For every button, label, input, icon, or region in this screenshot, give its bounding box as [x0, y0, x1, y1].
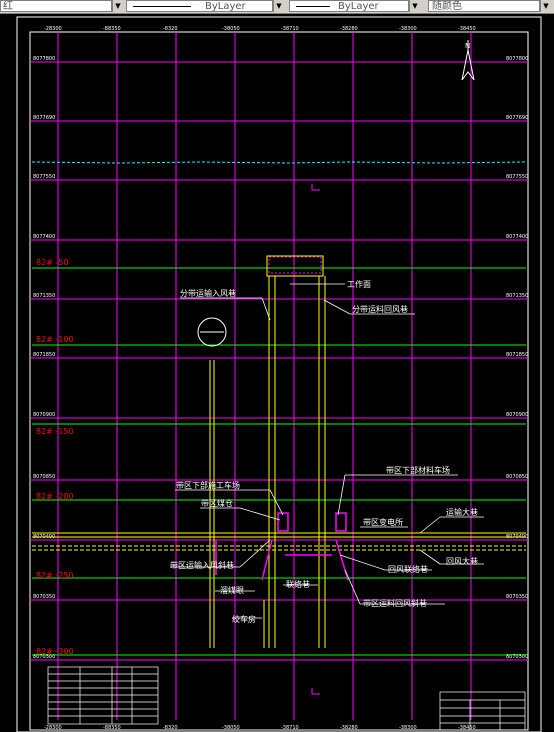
- top-coord: -8320: [163, 26, 178, 32]
- shaft-elements: [215, 512, 349, 581]
- chevron-down-icon[interactable]: ▼: [273, 0, 284, 12]
- chevron-down-icon[interactable]: ▼: [540, 0, 551, 12]
- work-face-hatch: [268, 256, 322, 274]
- bottom-coord: -88350: [103, 725, 121, 731]
- label-transport-incline: 带区运输入风斜巷: [170, 560, 234, 570]
- lineweight-dropdown[interactable]: ByLayer: [289, 0, 409, 12]
- right-coord: 8077690: [506, 115, 528, 121]
- right-coord: 8070300: [506, 654, 528, 660]
- left-coord: 8070900: [33, 412, 55, 418]
- properties-toolbar: 红 ▼ ByLayer ▼ ByLayer ▼ 随颜色 ▼: [0, 0, 554, 14]
- label-sub-transport-in: 分带运输入风巷: [180, 288, 236, 298]
- top-coord: -28300: [44, 26, 62, 32]
- survey-circle-symbol: [197, 317, 227, 347]
- left-coord: 8071350: [33, 293, 55, 299]
- label-lower-material-yard: 带区下部材料车场: [386, 465, 450, 475]
- small-markers: [311, 184, 320, 695]
- label-substation: 带区变电所: [363, 517, 403, 527]
- top-coord: -38450: [458, 26, 476, 32]
- color-dropdown[interactable]: 红: [0, 0, 112, 12]
- chevron-down-icon[interactable]: ▼: [112, 0, 123, 12]
- level-lines: [32, 267, 526, 656]
- right-coord: 8070900: [506, 412, 528, 418]
- lineweight-preview-line: [296, 6, 330, 7]
- left-coord: 8077400: [33, 234, 55, 240]
- label-lower-work-yard: 带区下部施工车场: [176, 480, 240, 490]
- bottom-coord: -38710: [281, 725, 299, 731]
- plotstyle-dropdown[interactable]: 随颜色: [428, 0, 540, 12]
- bottom-coord: -28300: [44, 725, 62, 731]
- chevron-down-icon[interactable]: ▼: [409, 0, 420, 12]
- linetype-value: ByLayer: [205, 1, 246, 12]
- bottom-coord: -38050: [222, 725, 240, 731]
- level-label: 82# -250: [36, 571, 74, 580]
- level-label: 82# -300: [36, 647, 74, 656]
- lineweight-value: ByLayer: [338, 1, 379, 12]
- grid-vertical: [57, 32, 472, 720]
- bottom-coord: -38450: [458, 725, 476, 731]
- grid-horizontal: [30, 61, 528, 661]
- bottom-coord-labels: -28300 -88350 -8320 -38050 -38710 -38280…: [44, 725, 476, 731]
- top-coord: -38300: [399, 26, 417, 32]
- label-return-connect: 回风联络巷: [388, 564, 428, 574]
- label-car-stop: 绞车房: [232, 614, 256, 624]
- level-labels: 82# -50 82# -100 82# -150 82# -200 82# -…: [36, 258, 74, 656]
- inner-frame: [29, 31, 529, 731]
- level-label: 82# -200: [36, 492, 74, 501]
- top-coord: -38280: [340, 26, 358, 32]
- label-main-return: 回风大巷: [446, 556, 478, 566]
- linetype-dropdown[interactable]: ByLayer: [126, 0, 273, 12]
- right-coord: 8070350: [506, 594, 528, 600]
- left-coord: 8070350: [33, 594, 55, 600]
- top-coord: -38710: [281, 26, 299, 32]
- main-roadways: [32, 532, 526, 551]
- color-dropdown-value: 红: [3, 1, 13, 12]
- right-coord: 8070850: [506, 474, 528, 480]
- plotstyle-value: 随颜色: [432, 1, 462, 12]
- leader-lines: [170, 283, 484, 619]
- left-coord: 8070300: [33, 654, 55, 660]
- label-work-face: 工作面: [347, 279, 371, 289]
- right-coord: 8071350: [506, 293, 528, 299]
- label-main-transport: 运输大巷: [446, 507, 478, 517]
- title-block: [439, 691, 526, 731]
- legend-table: [47, 666, 159, 725]
- bottom-coord: -38280: [340, 725, 358, 731]
- panel-structure: [209, 255, 326, 648]
- annotation-labels: 工作面 分带运输入风巷 分带运料回风巷 带区下部材料车场 带区下部施工车场 带区…: [170, 279, 478, 624]
- level-label: 82# -100: [36, 335, 74, 344]
- left-coord: 8077800: [33, 56, 55, 62]
- level-label: 82# -150: [36, 427, 74, 436]
- label-material-return-incline: 带区运料回风斜巷: [363, 598, 427, 608]
- level-label: 82# -50: [36, 258, 69, 267]
- left-coord: 8070850: [33, 474, 55, 480]
- compass-label: N: [465, 42, 470, 50]
- right-coord: 8077400: [506, 234, 528, 240]
- label-sub-return-out: 分带运料回风巷: [352, 304, 408, 314]
- bottom-coord: -38300: [399, 725, 417, 731]
- top-coord: -88350: [103, 26, 121, 32]
- label-drain-eye: 溜煤眼: [220, 585, 244, 595]
- outer-frame: [16, 16, 542, 732]
- linetype-preview-line: [133, 6, 191, 7]
- cyan-boundary-line: [31, 161, 526, 164]
- left-coord: 8077550: [33, 174, 55, 180]
- label-connect-lane: 联络巷: [286, 579, 310, 589]
- right-coord: 8077550: [506, 174, 528, 180]
- top-coord: -38050: [222, 26, 240, 32]
- left-coord: 8071850: [33, 352, 55, 358]
- left-coord: 8077690: [33, 115, 55, 121]
- top-coord-labels: -28300 -88350 -8320 -38050 -38710 -38280…: [44, 26, 476, 32]
- north-arrow-icon: N: [461, 40, 475, 81]
- right-coord: 8077800: [506, 56, 528, 62]
- right-coord: 8071850: [506, 352, 528, 358]
- bottom-coord: -8320: [163, 725, 178, 731]
- label-coal-bunker: 带区煤仓: [201, 498, 233, 508]
